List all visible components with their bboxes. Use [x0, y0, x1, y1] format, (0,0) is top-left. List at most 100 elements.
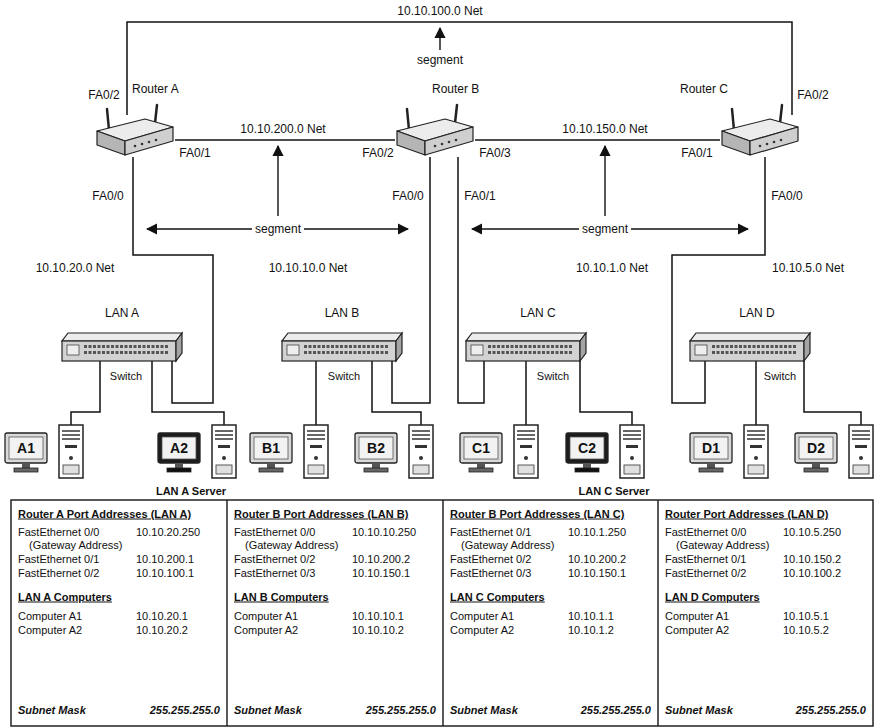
switch-top [690, 333, 810, 341]
switch-port [533, 351, 536, 354]
switch-top [282, 333, 402, 341]
segment-arrow [277, 146, 278, 216]
switch-port [529, 351, 532, 354]
switch-panel [471, 345, 483, 355]
switch-port [327, 345, 330, 348]
switch-port [143, 351, 146, 354]
switch-port [748, 345, 751, 348]
tower-bay [852, 434, 870, 436]
switch-port [322, 351, 325, 354]
table-cell: 10.10.20.2 [136, 624, 188, 637]
monitor-screen [464, 437, 498, 459]
switch-port [165, 351, 168, 354]
cable-line [804, 361, 861, 425]
switch-port [111, 345, 114, 348]
switch-port [107, 345, 110, 348]
switch-port [125, 351, 128, 354]
switch-port [381, 345, 384, 348]
table-cell: 10.10.100.2 [783, 567, 841, 580]
switch-port [120, 351, 123, 354]
switch-port [551, 345, 554, 348]
router-antenna [780, 105, 782, 123]
computer-node: B1 [250, 425, 330, 480]
table-cell: 10.10.200.2 [568, 553, 626, 566]
switch-port [358, 345, 361, 348]
switch-port [789, 351, 792, 354]
computer-name: B2 [367, 440, 385, 456]
table-heading: Router Port Addresses (LAN D) [665, 508, 828, 521]
monitor-stand [707, 463, 715, 468]
switch-side [396, 333, 402, 361]
computer-name: C2 [578, 440, 596, 456]
switch-port [358, 351, 361, 354]
tower-button [419, 456, 423, 460]
monitor-base [699, 468, 723, 472]
tower-drive [310, 445, 322, 448]
table-cell: 10.10.5.2 [783, 624, 829, 637]
switch-port [493, 345, 496, 348]
switch-port [98, 351, 101, 354]
table-border [11, 500, 873, 726]
tower-vent [518, 465, 534, 474]
tower-case [514, 425, 538, 478]
cable-line [372, 361, 421, 425]
port-label: FA0/1 [464, 189, 495, 203]
table-cell: Computer A2 [665, 624, 729, 637]
monitor-frame [795, 433, 837, 463]
switch-port [511, 345, 514, 348]
computer-icon [5, 425, 85, 480]
switch-port [753, 351, 756, 354]
switch-port [726, 351, 729, 354]
table-divider [657, 500, 659, 726]
tower-bay [307, 430, 325, 432]
tower-bay [412, 438, 430, 440]
switch-port [524, 345, 527, 348]
switch-port [775, 351, 778, 354]
switch-port [340, 345, 343, 348]
port-label: FA0/1 [179, 146, 210, 160]
switch-port [565, 345, 568, 348]
monitor-stand [372, 463, 380, 468]
switch-port [739, 345, 742, 348]
switch-port [372, 351, 375, 354]
tower-drive [65, 445, 77, 448]
switch-port [318, 351, 321, 354]
switch-port [125, 345, 128, 348]
tower-drive [520, 445, 532, 448]
switch-port [542, 345, 545, 348]
port-label: FA0/0 [92, 189, 123, 203]
net-label: 10.10.10.0 Net [267, 261, 350, 275]
table-heading: Router B Port Addresses (LAN B) [234, 508, 408, 521]
switch-port [147, 351, 150, 354]
switch-port [771, 351, 774, 354]
monitor-frame [355, 433, 397, 463]
tower-bay [412, 434, 430, 436]
switch-port [89, 351, 92, 354]
lan-name: LAN D [739, 306, 774, 320]
table-cell: 255.255.255.0 [796, 704, 866, 717]
router-led [434, 145, 437, 148]
port-label: FA0/0 [392, 189, 423, 203]
switch-port [102, 345, 105, 348]
switch-port [560, 345, 563, 348]
switch-port [381, 351, 384, 354]
monitor-base [364, 468, 388, 472]
switch-port [502, 345, 505, 348]
switch-port [717, 345, 720, 348]
table-subheading: LAN B Computers [234, 591, 329, 604]
switch-front [466, 341, 580, 361]
switch-port [730, 351, 733, 354]
tower-bay [623, 434, 641, 436]
switch-port [775, 345, 778, 348]
computer-node: C2LAN C Server [566, 425, 646, 480]
port-label: FA0/2 [362, 146, 393, 160]
table-cell: FastEthernet 0/3 [450, 567, 531, 580]
table-cell: 10.10.20.250 [136, 526, 200, 539]
table-cell: (Gateway Address) [676, 539, 770, 552]
tower-bay [215, 438, 233, 440]
switch-port [497, 351, 500, 354]
switch-port [771, 345, 774, 348]
monitor-base [167, 468, 191, 472]
monitor-frame [5, 433, 47, 463]
switch-port [502, 351, 505, 354]
